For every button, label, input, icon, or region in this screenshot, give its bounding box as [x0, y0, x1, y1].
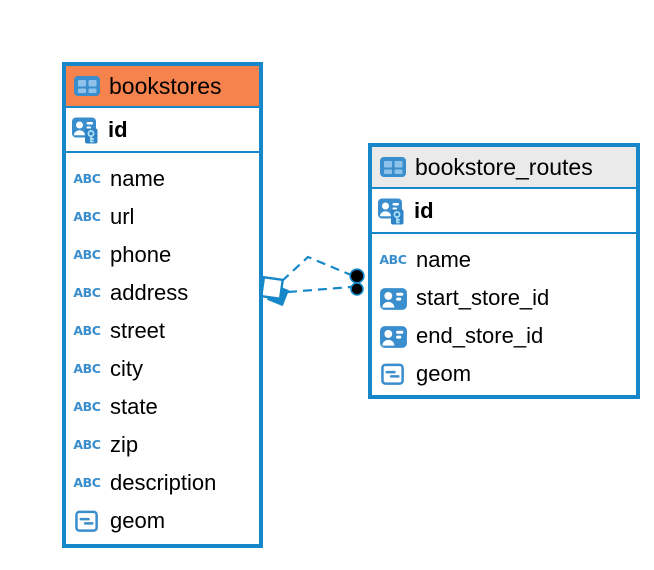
column-label: name — [110, 166, 166, 191]
column-label: id — [108, 116, 128, 142]
column-row-pk[interactable]: id — [66, 108, 259, 153]
text-type-icon: ABC — [73, 360, 101, 376]
reference-type-icon — [378, 285, 408, 312]
text-type-icon: ABC — [73, 436, 101, 452]
column-label: street — [110, 318, 166, 343]
column-label: end_store_id — [416, 323, 544, 348]
geometry-type-icon — [72, 509, 102, 534]
column-row[interactable]: ABC street — [66, 312, 259, 350]
table-title: bookstores — [109, 72, 222, 99]
column-row[interactable]: geom — [372, 355, 636, 393]
primary-key-column-icon — [71, 114, 101, 145]
text-type-icon: ABC — [73, 246, 101, 262]
table-bookstores[interactable]: bookstores id ABC name ABC url ABC phone… — [62, 62, 263, 548]
column-row[interactable]: ABC state — [66, 388, 259, 426]
column-row[interactable]: geom — [66, 502, 259, 540]
one-end-dot-markers[interactable] — [349, 268, 365, 296]
reference-type-icon — [378, 323, 408, 350]
column-label: description — [110, 470, 217, 495]
column-row[interactable]: ABC address — [66, 274, 259, 312]
column-row[interactable]: ABC url — [66, 198, 259, 236]
text-type-icon: ABC — [73, 474, 101, 490]
column-row[interactable]: ABC phone — [66, 236, 259, 274]
table-bookstore-routes-header[interactable]: bookstore_routes — [372, 147, 636, 189]
column-row[interactable]: end_store_id — [372, 317, 636, 355]
column-label: state — [110, 394, 158, 419]
table-icon — [72, 74, 102, 98]
table-title: bookstore_routes — [415, 153, 593, 180]
text-type-icon: ABC — [73, 208, 101, 224]
column-row[interactable]: start_store_id — [372, 279, 636, 317]
column-list: ABC name ABC url ABC phone ABC address A… — [66, 153, 259, 540]
column-label: address — [110, 280, 189, 305]
geometry-type-icon — [378, 362, 408, 387]
column-label: name — [416, 247, 472, 272]
column-label: start_store_id — [416, 285, 550, 310]
column-row[interactable]: ABC zip — [66, 426, 259, 464]
text-type-icon: ABC — [73, 398, 101, 414]
column-row[interactable]: ABC name — [66, 160, 259, 198]
column-label: geom — [416, 361, 472, 386]
table-icon — [378, 155, 408, 179]
column-label: city — [110, 356, 143, 381]
column-label: phone — [110, 242, 172, 267]
column-label: id — [414, 197, 434, 223]
table-bookstore-routes[interactable]: bookstore_routes id ABC name start_store… — [368, 143, 640, 399]
text-type-icon: ABC — [73, 322, 101, 338]
relationship-line-upper[interactable] — [281, 255, 352, 282]
column-label: zip — [110, 432, 139, 457]
primary-key-column-icon — [377, 195, 407, 226]
column-label: url — [110, 204, 135, 229]
text-type-icon: ABC — [73, 170, 101, 186]
column-row[interactable]: ABC city — [66, 350, 259, 388]
column-label: geom — [110, 508, 166, 533]
table-bookstores-header[interactable]: bookstores — [66, 66, 259, 108]
column-row-pk[interactable]: id — [372, 189, 636, 234]
text-type-icon: ABC — [379, 251, 407, 267]
text-type-icon: ABC — [73, 284, 101, 300]
relationship-line-lower[interactable] — [287, 285, 352, 294]
column-list: ABC name start_store_id end_store_id ge — [372, 234, 636, 393]
column-row[interactable]: ABC description — [66, 464, 259, 502]
many-end-diamond-marker[interactable] — [259, 275, 290, 307]
column-row[interactable]: ABC name — [372, 241, 636, 279]
